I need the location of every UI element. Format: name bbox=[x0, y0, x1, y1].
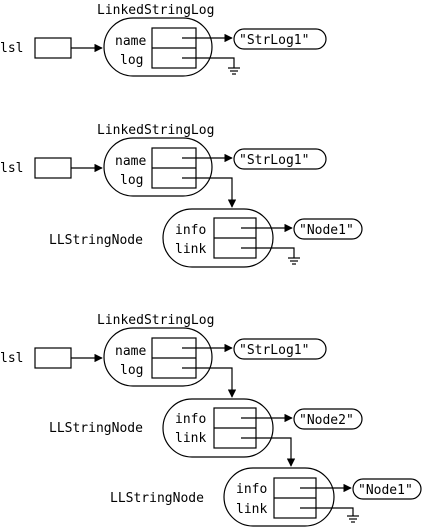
lsl-ref-label: lsl bbox=[0, 161, 23, 176]
log-field-name: name bbox=[115, 344, 146, 359]
log-field-name: name bbox=[115, 34, 146, 49]
node-field-info: info bbox=[175, 412, 206, 427]
info-value-bubble bbox=[352, 478, 422, 500]
node-field-link: link bbox=[236, 502, 267, 517]
node-field-info: info bbox=[175, 223, 206, 238]
info-value: "Node2" bbox=[299, 413, 354, 428]
node-field-link: link bbox=[175, 242, 206, 257]
link-null bbox=[300, 507, 354, 516]
name-value: "StrLog1" bbox=[239, 153, 309, 168]
log-null-link bbox=[182, 57, 235, 68]
null-ground-icon bbox=[228, 67, 240, 75]
node-field-info: info bbox=[236, 482, 267, 497]
null-ground-icon bbox=[347, 515, 359, 523]
log-class-label: LinkedStringLog bbox=[97, 123, 214, 138]
info-value-bubble bbox=[293, 218, 363, 240]
node-class-label: LLStringNode bbox=[49, 421, 143, 436]
null-ground-icon bbox=[288, 257, 300, 265]
name-value: "StrLog1" bbox=[239, 33, 309, 48]
log-field-log: log bbox=[120, 173, 143, 188]
name-value: "StrLog1" bbox=[239, 343, 309, 358]
name-value-bubble bbox=[233, 148, 327, 170]
name-value-bubble bbox=[233, 338, 327, 360]
info-value: "Node1" bbox=[299, 223, 354, 238]
lsl-ref-label: lsl bbox=[0, 41, 23, 56]
panel-2: lsl LinkedStringLog name log "StrLog1" L… bbox=[0, 123, 363, 268]
log-class-label: LinkedStringLog bbox=[97, 313, 214, 328]
log-class-label: LinkedStringLog bbox=[97, 3, 214, 18]
log-field-log: log bbox=[120, 363, 143, 378]
lsl-ref-box bbox=[34, 347, 72, 369]
log-to-node-arrow bbox=[182, 177, 237, 208]
panel-3: lsl LinkedStringLog name log "StrLog1" L… bbox=[0, 313, 422, 527]
log-field-name: name bbox=[115, 154, 146, 169]
node-class-label: LLStringNode bbox=[49, 233, 143, 248]
node-field-link: link bbox=[175, 431, 206, 446]
lsl-ref-box bbox=[34, 157, 72, 179]
link-null bbox=[241, 247, 295, 258]
link-to-next-arrow bbox=[241, 437, 296, 467]
info-value-bubble bbox=[293, 408, 363, 430]
node-class-label: LLStringNode bbox=[110, 491, 204, 506]
name-value-bubble bbox=[233, 28, 327, 50]
lsl-ref-label: lsl bbox=[0, 351, 23, 366]
panel-1: lsl LinkedStringLog name log "StrLog1" bbox=[0, 3, 327, 77]
log-to-node-arrow bbox=[182, 367, 237, 398]
info-value: "Node1" bbox=[358, 483, 413, 498]
log-field-log: log bbox=[120, 53, 143, 68]
lsl-ref-box bbox=[34, 37, 72, 59]
